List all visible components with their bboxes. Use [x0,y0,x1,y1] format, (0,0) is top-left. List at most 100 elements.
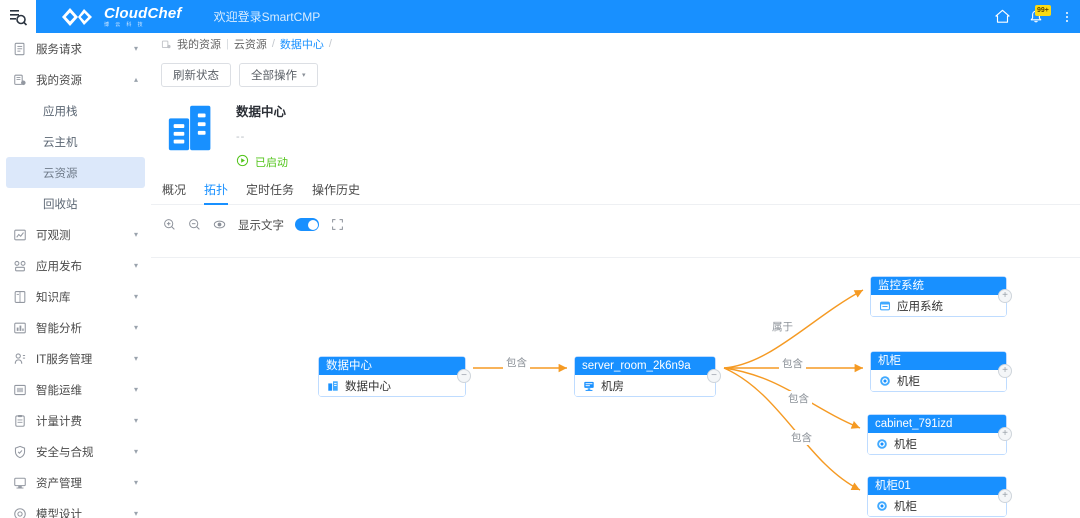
menu-search-icon[interactable] [0,0,36,33]
chevron-up-icon: ▴ [133,75,138,84]
model-icon [12,506,27,518]
sidebar-item-label: 模型设计 [36,508,82,518]
main-content: 我的资源 | 云资源 / 数据中心 / 刷新状态 全部操作 ▾ [151,33,1080,518]
breadcrumb-level2[interactable]: 数据中心 [279,39,324,51]
zoom-out-icon[interactable] [187,218,201,232]
node-type-label: 机柜 [894,500,917,513]
show-text-toggle[interactable] [295,218,319,231]
sidebar-item-label: 我的资源 [36,74,82,87]
status-text: 已启动 [255,157,288,169]
sidebar-item-label: IT服务管理 [36,353,93,366]
topology-node-cabinet[interactable]: 机柜 机柜 + [870,351,1012,392]
edge-label: 包含 [788,430,815,445]
all-actions-button[interactable]: 全部操作 ▾ [239,63,318,87]
node-type-label: 应用系统 [897,300,943,313]
chevron-down-icon: ▾ [133,323,138,332]
sidebar-item-model-design[interactable]: 模型设计 ▾ [0,498,151,518]
sidebar-item-knowledge-base[interactable]: 知识库 ▾ [0,281,151,312]
home-icon[interactable] [992,7,1012,27]
sidebar-subitem-label: 云主机 [43,136,78,149]
zoom-in-icon[interactable] [162,218,176,232]
sidebar-item-app-release[interactable]: 应用发布 ▾ [0,250,151,281]
sidebar-subitem-cloud-host[interactable]: 云主机 [6,126,145,157]
chevron-down-icon: ▾ [133,385,138,394]
sidebar: 服务请求 ▾ 我的资源 ▴ 应用栈 云主机 云资源 回收站 可观测 ▾ [0,33,152,518]
node-expand-knob[interactable]: + [998,364,1012,378]
sidebar-subitem-label: 应用栈 [43,105,78,118]
sidebar-item-label: 安全与合规 [36,446,94,459]
app-system-icon [878,299,891,312]
node-title: cabinet_791izd [868,415,1006,433]
node-collapse-knob[interactable]: − [457,369,471,383]
chevron-down-icon: ▾ [133,44,138,53]
sidebar-item-my-resources[interactable]: 我的资源 ▴ [0,64,151,95]
topology-node-cabinet-791izd[interactable]: cabinet_791izd 机柜 + [867,414,1012,455]
server-room-icon [582,379,595,392]
refresh-status-button[interactable]: 刷新状态 [161,63,231,87]
sidebar-item-asset-management[interactable]: 资产管理 ▾ [0,467,151,498]
sidebar-subitem-recycle-bin[interactable]: 回收站 [6,188,145,219]
chevron-down-icon: ▾ [133,230,138,239]
sidebar-item-intelligent-analysis[interactable]: 智能分析 ▾ [0,312,151,343]
topology-node-server-room[interactable]: server_room_2k6n9a 机房 − [574,356,721,397]
book-icon [12,289,27,304]
sidebar-subitem-cloud-resource[interactable]: 云资源 [6,157,145,188]
sidebar-item-intelligent-ops[interactable]: 智能运维 ▾ [0,374,151,405]
edge-label: 包含 [785,391,812,406]
top-bar-actions: 99+ [992,0,1074,33]
action-toolbar: 刷新状态 全部操作 ▾ [151,55,1080,87]
node-expand-knob[interactable]: + [998,489,1012,503]
topology-canvas[interactable]: 数据中心 数据中心 − server_room_2k6n9a 机房 [151,257,1080,518]
sidebar-item-label: 智能运维 [36,384,82,397]
chevron-down-icon: ▾ [133,416,138,425]
node-body: 机房 [575,375,715,396]
more-vertical-icon[interactable] [1060,7,1074,27]
node-body: 机柜 [868,495,1006,516]
all-actions-label: 全部操作 [251,70,297,82]
chevron-down-icon: ▾ [133,292,138,301]
breadcrumb: 我的资源 | 云资源 / 数据中心 / [151,33,1080,55]
service-icon [12,351,27,366]
sidebar-item-security-compliance[interactable]: 安全与合规 ▾ [0,436,151,467]
eye-icon[interactable] [212,218,226,232]
breadcrumb-separator-trailing: / [328,38,332,50]
cabinet-icon [875,499,888,512]
resource-header: 数据中心 -- 已启动 [151,87,1080,170]
sidebar-item-metering-billing[interactable]: 计量计费 ▾ [0,405,151,436]
brand-logo[interactable]: CloudChef 博 云 科 技 [58,6,182,28]
chevron-down-icon: ▾ [133,261,138,270]
datacenter-icon [326,379,339,392]
brand-subtitle: 博 云 科 技 [104,21,145,28]
bell-icon[interactable]: 99+ [1026,4,1051,27]
node-body: 应用系统 [871,295,1006,316]
tab-operation-history[interactable]: 操作历史 [312,183,361,197]
tab-overview[interactable]: 概况 [162,183,187,197]
fullscreen-icon[interactable] [330,218,344,232]
chevron-down-icon: ▾ [302,72,306,79]
chevron-down-icon: ▾ [133,509,138,518]
sidebar-item-observability[interactable]: 可观测 ▾ [0,219,151,250]
node-collapse-knob[interactable]: − [707,369,721,383]
sidebar-item-label: 服务请求 [36,43,82,56]
sidebar-item-service-request[interactable]: 服务请求 ▾ [0,33,151,64]
datacenter-building-icon [162,97,224,159]
sidebar-item-it-service-management[interactable]: IT服务管理 ▾ [0,343,151,374]
play-circle-icon [236,154,249,170]
resource-subtitle: -- [236,131,246,143]
topology-node-datacenter[interactable]: 数据中心 数据中心 − [318,356,471,397]
chevron-down-icon: ▾ [133,354,138,363]
welcome-text: 欢迎登录SmartCMP [213,10,321,24]
node-type-label: 机柜 [897,375,920,388]
tab-scheduled-tasks[interactable]: 定时任务 [246,183,295,197]
breadcrumb-level1[interactable]: 云资源 [233,39,267,51]
topology-node-cabinet-01[interactable]: 机柜01 机柜 + [867,476,1012,517]
sidebar-subitem-app-stack[interactable]: 应用栈 [6,95,145,126]
node-expand-knob[interactable]: + [998,427,1012,441]
tab-topology[interactable]: 拓扑 [204,181,229,205]
analysis-icon [12,320,27,335]
topology-node-monitoring-system[interactable]: 监控系统 应用系统 + [870,276,1012,317]
node-expand-knob[interactable]: + [998,289,1012,303]
billing-icon [12,413,27,428]
breadcrumb-root[interactable]: 我的资源 [177,39,221,51]
